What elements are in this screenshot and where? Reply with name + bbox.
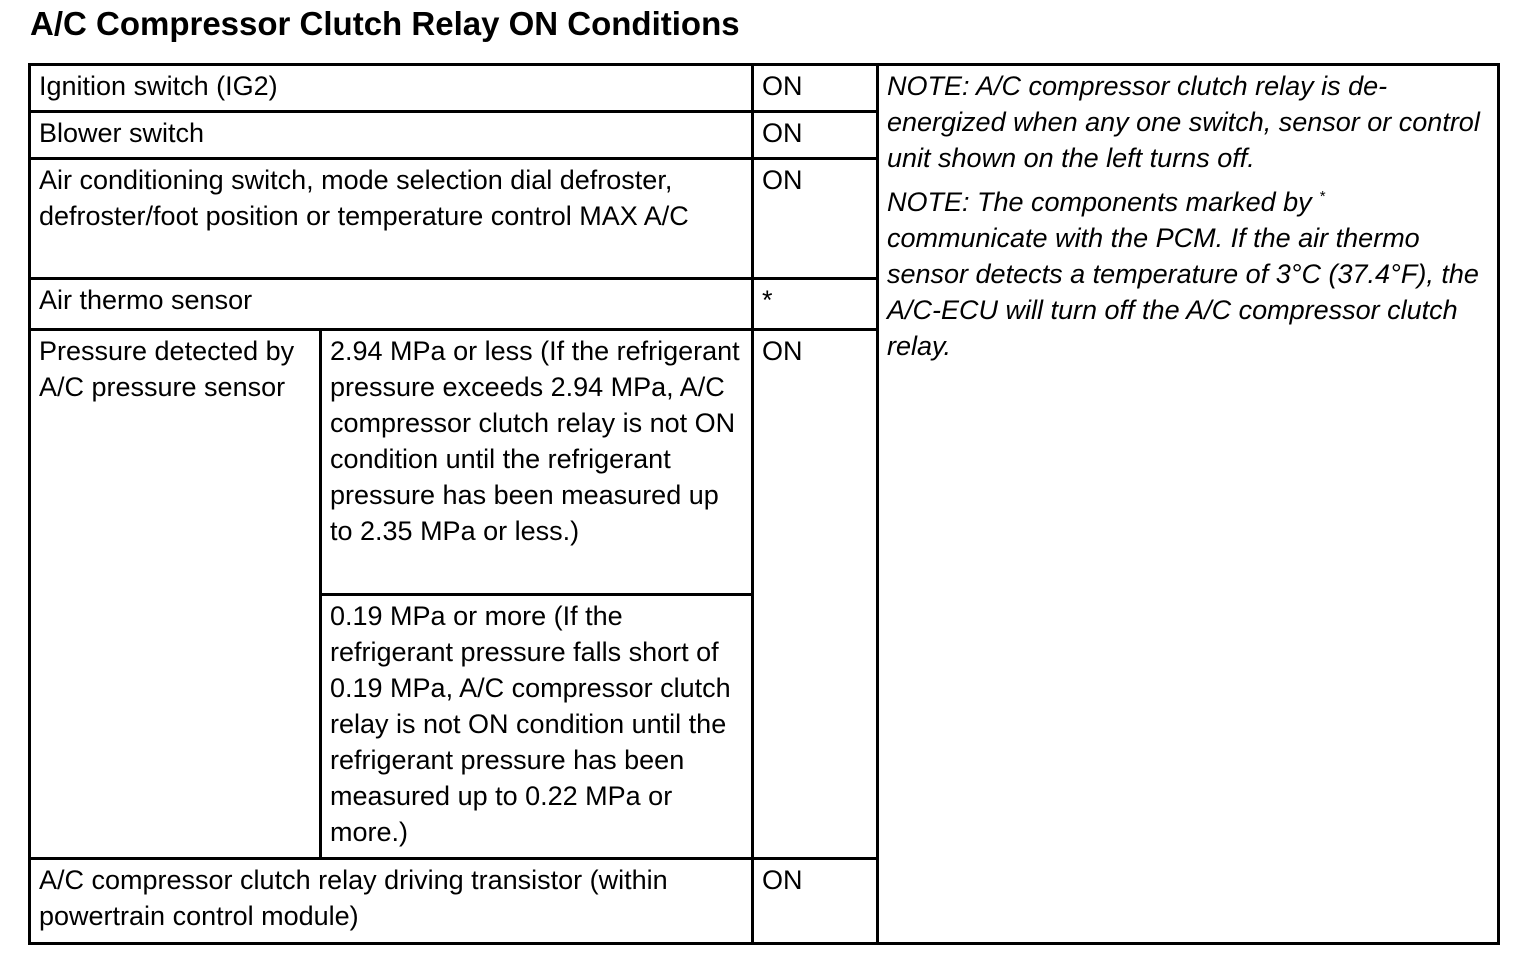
thermo-label: Air thermo sensor <box>28 277 754 331</box>
table-row: Ignition switch (IG2) ON NOTE: A/C compr… <box>28 63 1500 945</box>
note-deenergized: NOTE: A/C compressor clutch relay is de-… <box>887 71 1480 173</box>
pressure-high-condition: 2.94 MPa or less (If the refrigerant pre… <box>319 328 754 596</box>
transistor-label: A/C compressor clutch relay driving tran… <box>28 857 754 945</box>
table-row: A/C compressor clutch relay driving tran… <box>28 857 1499 945</box>
conditions-table: Ignition switch (IG2) ON NOTE: A/C compr… <box>28 63 1500 945</box>
table-row: Air conditioning switch, mode selection … <box>28 157 1499 280</box>
note-pcm: NOTE: The components marked by * communi… <box>887 187 1479 361</box>
pressure-low-condition: 0.19 MPa or more (If the refrigerant pre… <box>319 593 754 860</box>
blower-status: ON <box>751 110 879 160</box>
thermo-status: * <box>751 277 879 331</box>
ac-switch-status: ON <box>751 157 879 280</box>
notes-cell: NOTE: A/C compressor clutch relay is de-… <box>876 63 1500 945</box>
pressure-label: Pressure detected by A/C pressure sensor <box>28 328 322 860</box>
transistor-status: ON <box>751 857 879 945</box>
page-title: A/C Compressor Clutch Relay ON Condition… <box>30 5 740 42</box>
table-row: Blower switch ON <box>28 110 1499 160</box>
pressure-status: ON <box>751 328 879 860</box>
table-row: Pressure detected by A/C pressure sensor… <box>28 328 1499 860</box>
ignition-status: ON <box>751 63 879 113</box>
ignition-label: Ignition switch (IG2) <box>28 63 754 113</box>
blower-label: Blower switch <box>28 110 754 160</box>
table-row: 0.19 MPa or more (If the refrigerant pre… <box>30 593 1499 860</box>
asterisk-mark: * <box>1319 188 1326 205</box>
table-row: Air thermo sensor * <box>28 277 1499 331</box>
ac-switch-label: Air conditioning switch, mode selection … <box>28 157 754 280</box>
